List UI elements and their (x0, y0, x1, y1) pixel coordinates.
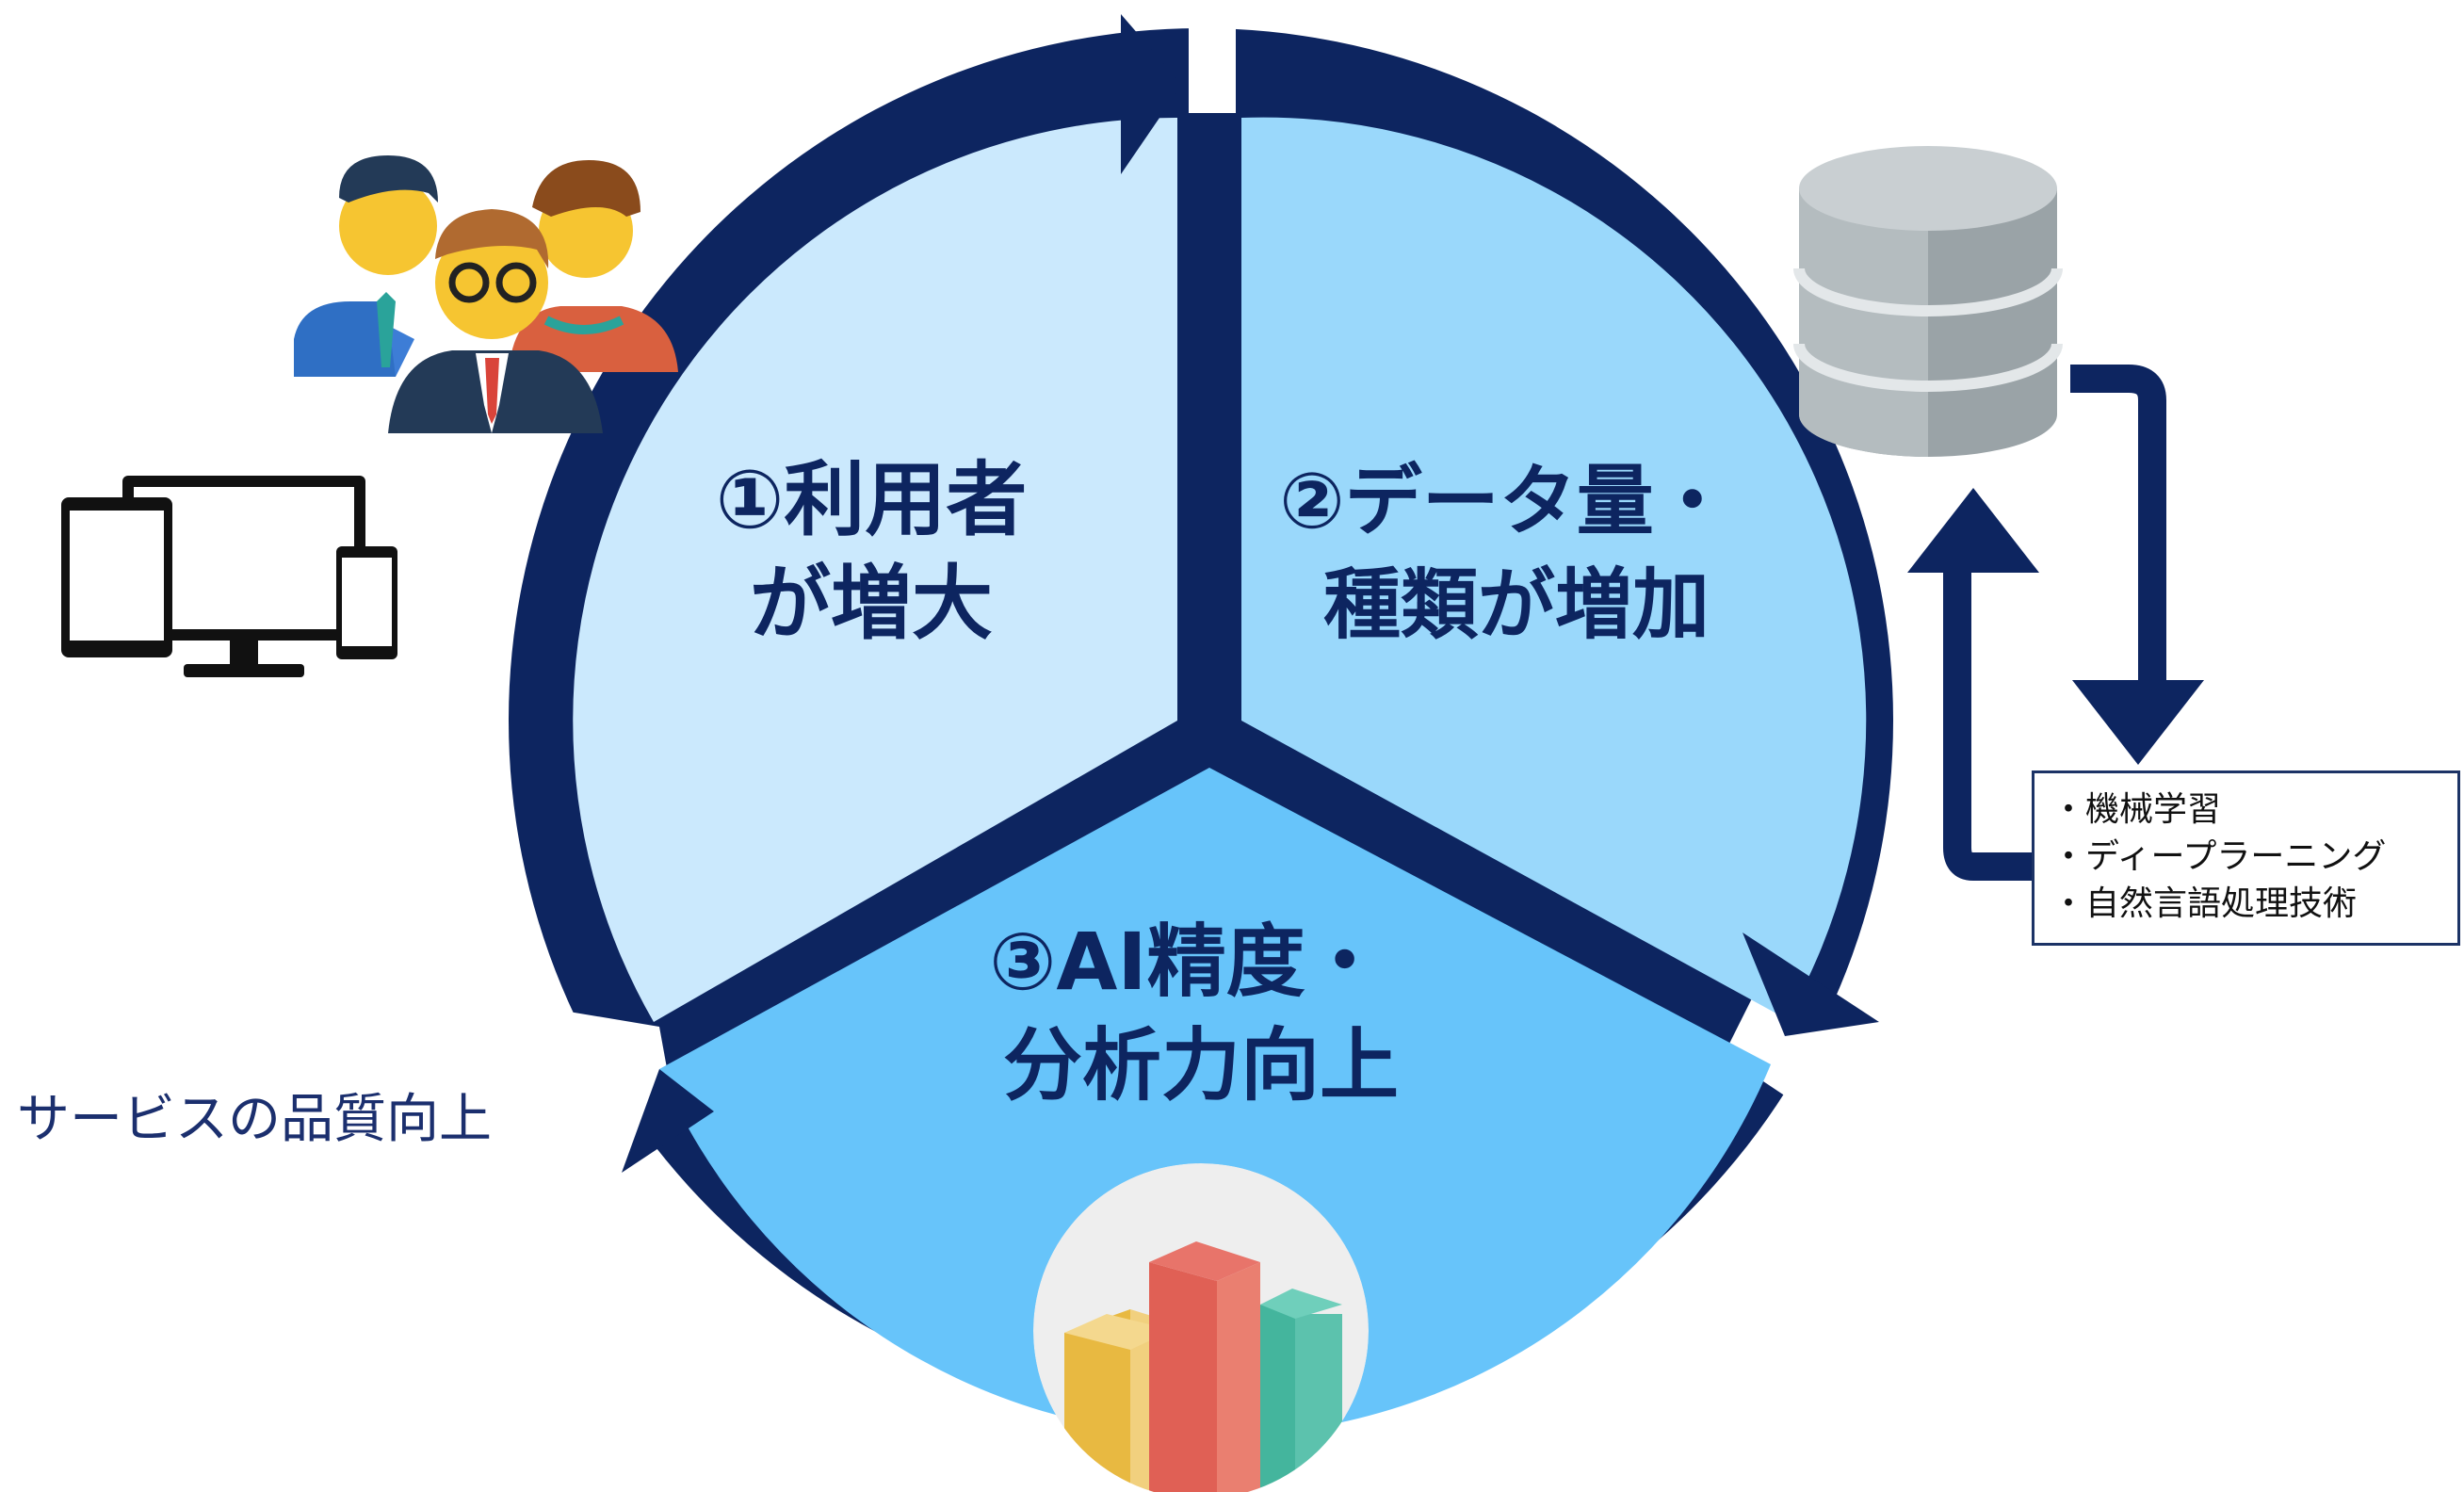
service-quality-label: サービスの品質向上 (17, 1089, 492, 1150)
loop-arrow-icon (1907, 365, 2204, 881)
segment-data-wedge (1241, 117, 1867, 1020)
segment-users-wedge (573, 117, 1177, 1022)
arrow-head-left-icon (622, 1069, 714, 1173)
bar-chart-icon (1033, 1163, 1369, 1492)
segment-ai-line2: 分析力向上 (1003, 1019, 1399, 1111)
tech-item-deep-learning: ・ディープラーニング (2051, 837, 2387, 876)
tech-list-box: ・機械学習 ・ディープラーニング ・自然言語処理技術 (2032, 770, 2460, 946)
ring-gap-left (490, 998, 678, 1130)
segment-data-line1: ②データ量・ (1279, 457, 1730, 546)
arrow-head-right-icon (1743, 932, 1879, 1036)
segment-data-line2: 種類が増加 (1323, 560, 1710, 650)
tech-item-machine-learning: ・機械学習 (2051, 790, 2222, 829)
segment-users-line2: が増大 (750, 557, 993, 651)
tech-item-nlp: ・自然言語処理技術 (2051, 884, 2358, 923)
ring-gap-top (1189, 19, 1236, 113)
database-icon (1793, 146, 2063, 457)
segment-users-line1: ①利用者 (716, 453, 1028, 547)
segment-ai-line1: ③AI精度・ (989, 916, 1384, 1008)
segment-ai-wedge (659, 768, 1771, 1436)
users-group-icon (294, 155, 678, 433)
devices-icon (61, 476, 397, 677)
arrow-head-top-icon (1121, 14, 1182, 174)
